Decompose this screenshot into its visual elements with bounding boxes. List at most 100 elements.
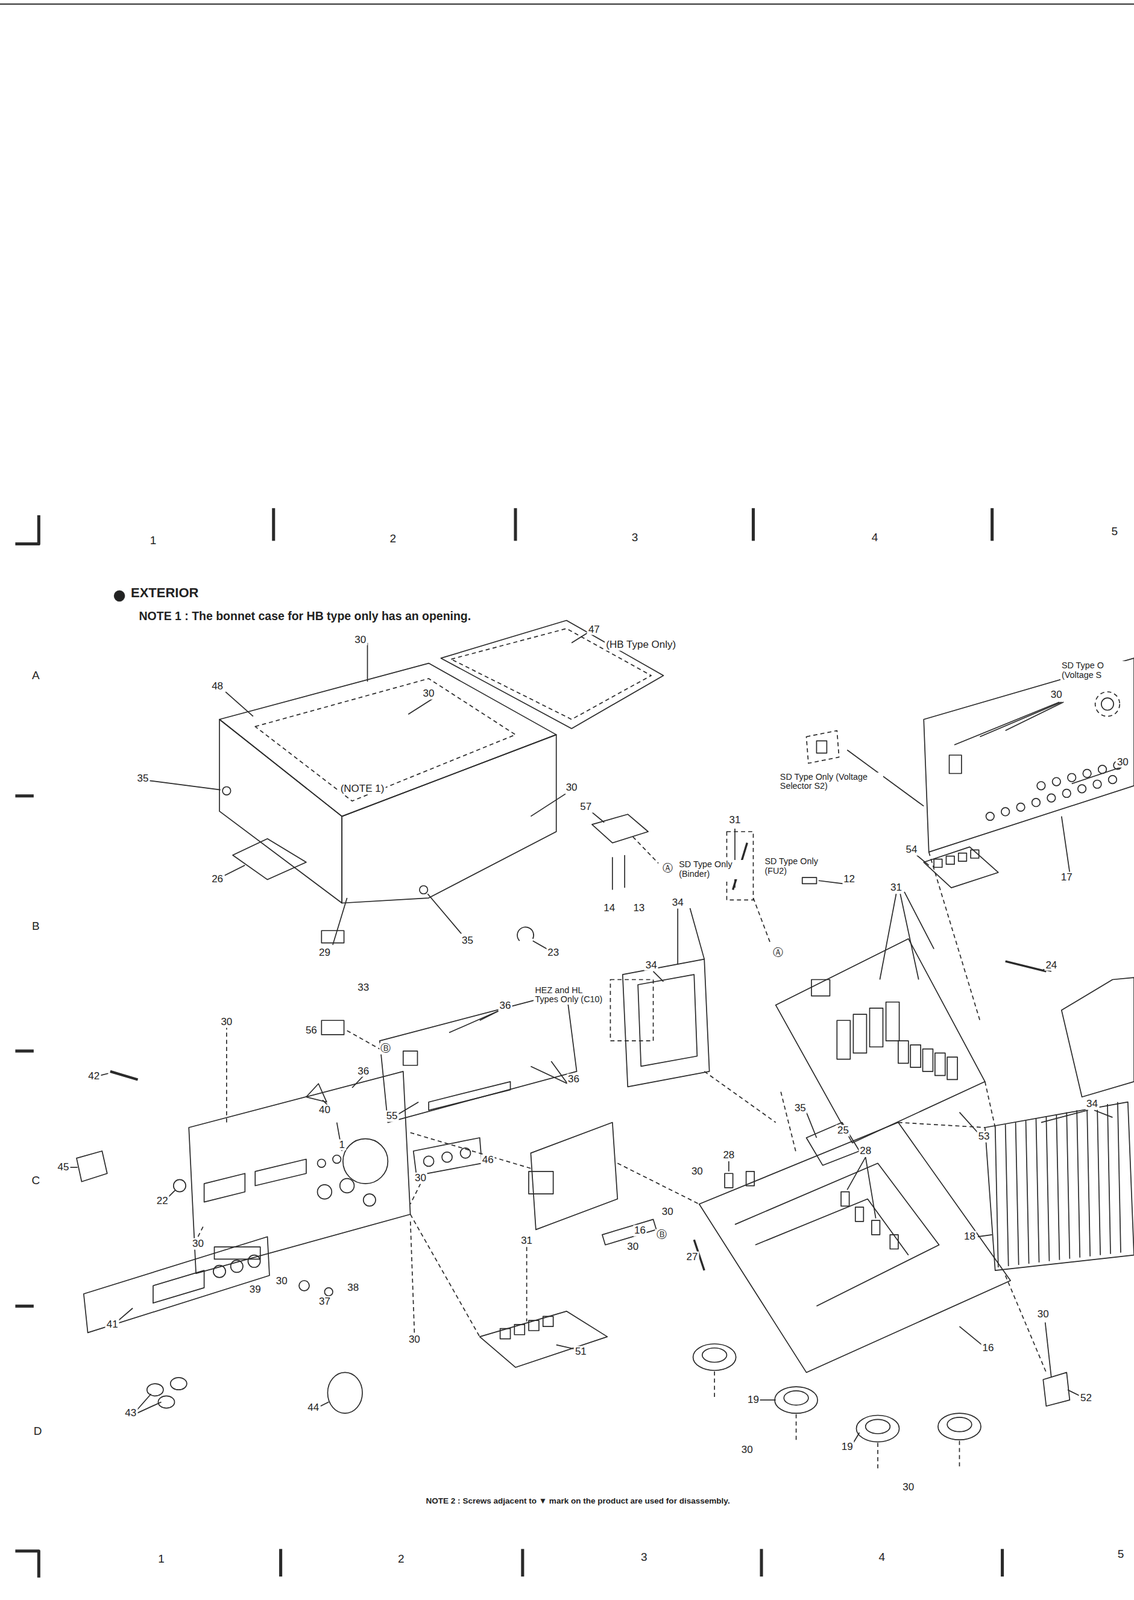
leader-line: [690, 908, 705, 960]
callout-number: 16: [980, 1342, 995, 1355]
callout-number: 31: [728, 815, 743, 827]
knob: [147, 1384, 164, 1397]
leader-line: [954, 702, 1060, 746]
standoff: [841, 1192, 850, 1207]
heat-sink-fin: [1035, 1118, 1039, 1264]
leader-line: [853, 1433, 860, 1444]
leader-line: [1045, 1322, 1052, 1378]
callout-number: (NOTE 1): [339, 783, 386, 795]
heat-sink-fin: [1056, 1114, 1060, 1261]
foot: [938, 1413, 981, 1441]
jack: [1032, 798, 1041, 808]
leader-line: [653, 971, 664, 983]
grid-reference: 3: [630, 531, 640, 545]
callout-number: 42: [86, 1071, 101, 1083]
callout-number: 30: [625, 1241, 640, 1254]
jack: [363, 1194, 376, 1207]
callout-number: 31: [519, 1235, 534, 1247]
grid-tick: [990, 508, 994, 541]
assembly-line: [929, 852, 981, 1021]
leader-line: [556, 1345, 575, 1350]
grid-tick: [751, 508, 755, 541]
grid-tick: [15, 1305, 34, 1309]
volume-knob: [327, 1372, 363, 1414]
callout-number: Ⓐ: [771, 947, 785, 960]
jack: [317, 1185, 333, 1200]
note-text: NOTE 1 : The bonnet case for HB type onl…: [138, 610, 488, 623]
callout-number: 34: [670, 897, 685, 910]
grid-tick: [271, 508, 275, 541]
callout-number: 30: [1036, 1308, 1051, 1321]
leader-line: [752, 898, 771, 945]
assembly-line: [898, 1123, 986, 1128]
capacitor: [886, 1002, 900, 1042]
leader-line: [877, 1443, 879, 1470]
callout-number: 51: [573, 1346, 588, 1359]
display-window: [153, 1270, 205, 1304]
callout-number: 40: [317, 1105, 332, 1117]
chassis-rail: [755, 1199, 909, 1256]
foot: [856, 1416, 899, 1443]
jack-block: [500, 1329, 511, 1340]
leader-line: [532, 941, 548, 950]
transformer: [622, 959, 710, 1088]
bullet-dot: [114, 590, 125, 602]
leader-line: [136, 1402, 162, 1415]
voltage-selector: [1101, 698, 1114, 711]
capacitor: [869, 1008, 883, 1048]
callout-number: 18: [962, 1231, 977, 1244]
leader-line: [1005, 702, 1065, 731]
jack: [441, 1152, 453, 1163]
jack-block: [958, 853, 968, 863]
sub-board: [1061, 977, 1134, 1098]
heat-sink-fin: [1097, 1106, 1101, 1256]
motor-board: [530, 1123, 618, 1231]
callout-number: 36: [356, 1065, 371, 1078]
leader-line: [408, 698, 434, 715]
jack-board: [923, 847, 999, 889]
callout-number: Ⓐ: [661, 862, 675, 875]
component: [898, 1041, 909, 1064]
board-slot: [428, 1082, 511, 1111]
heat-sink-fin: [1086, 1108, 1090, 1257]
leader-line: [224, 865, 245, 876]
insulator-plate: [806, 1123, 860, 1166]
assembly-line: [1005, 1276, 1047, 1374]
callout-number: 35: [136, 772, 151, 785]
callout-number: 16: [633, 1225, 647, 1237]
callout-number: 14: [602, 902, 617, 914]
jack: [1047, 793, 1056, 803]
bonnet-opening: [255, 678, 516, 802]
foot-inner: [865, 1419, 891, 1435]
leader-line: [1067, 1390, 1080, 1397]
grid-tick: [15, 794, 34, 798]
component: [935, 1053, 946, 1076]
callout-number: 45: [56, 1162, 71, 1174]
callout-number: 26: [210, 874, 225, 886]
grid-reference: C: [30, 1174, 41, 1188]
heat-sink-fin: [1107, 1104, 1111, 1255]
assembly-line: [197, 1225, 204, 1238]
heat-sink-fin: [1117, 1102, 1121, 1254]
callout-number: 30: [564, 782, 579, 794]
grid-reference: 3: [639, 1551, 649, 1564]
grid-reference: 1: [156, 1553, 166, 1567]
foot: [774, 1387, 818, 1414]
grid-reference: D: [32, 1425, 44, 1439]
holder: [306, 1083, 327, 1103]
callout-number: 36: [498, 1000, 513, 1013]
leader-line: [449, 1010, 501, 1033]
assembly-line: [410, 1214, 480, 1338]
jack: [1052, 777, 1062, 787]
leader-line: [571, 633, 588, 644]
leader-line: [847, 1157, 866, 1191]
transformer-core: [637, 974, 697, 1067]
leader-line: [959, 1112, 978, 1134]
foot: [693, 1344, 737, 1371]
note-text: NOTE 2 : Screws adjacent to ▼ mark on th…: [408, 1497, 748, 1507]
leader-line: [879, 894, 896, 980]
heat-sink-fin: [1066, 1112, 1070, 1260]
switch: [403, 1051, 418, 1066]
bonnet-side: [341, 734, 557, 904]
leader-line: [148, 780, 221, 790]
